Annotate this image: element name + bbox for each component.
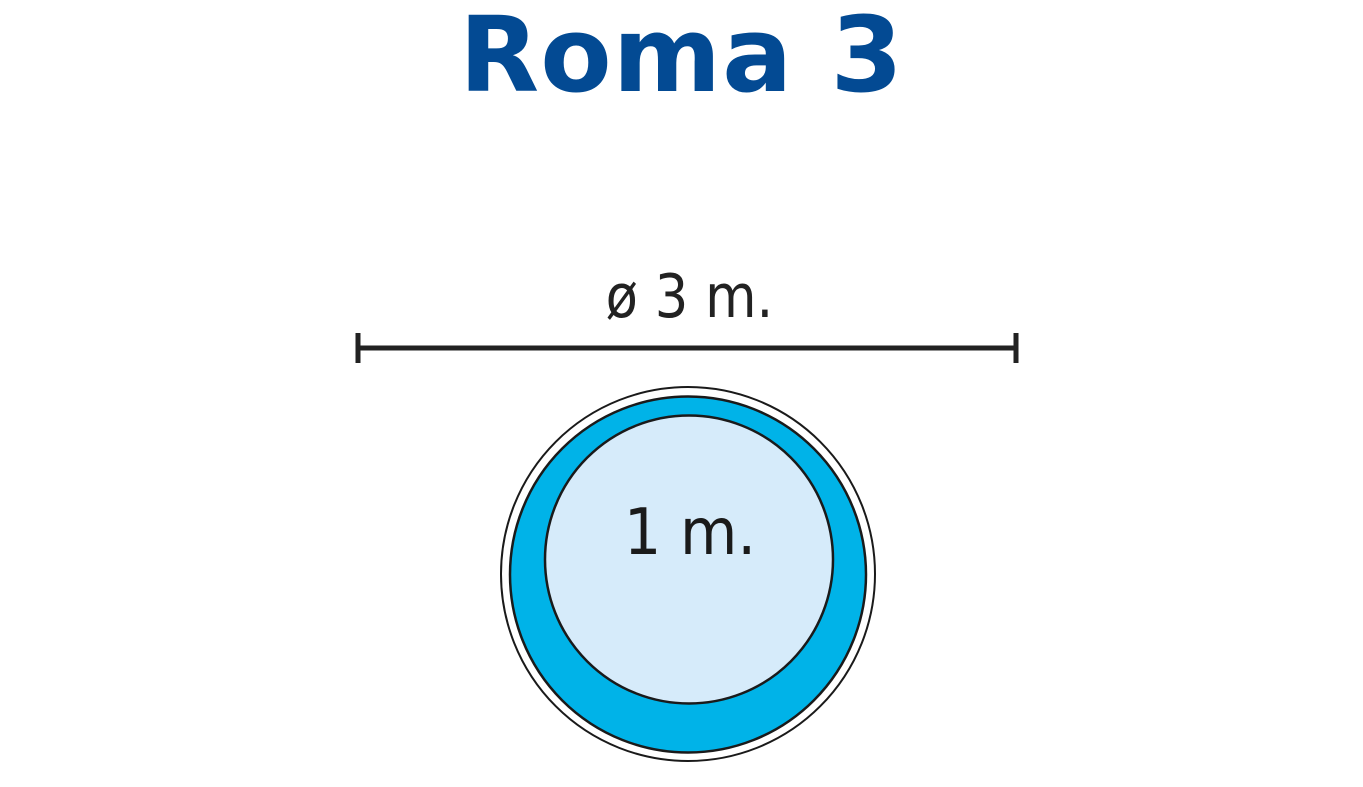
pool-inner-area	[543, 414, 835, 705]
dimension-line	[355, 333, 1019, 363]
diameter-label: ø 3 m.	[605, 262, 774, 332]
depth-label: 1 m.	[623, 496, 757, 570]
page-title: Roma 3	[459, 0, 904, 116]
